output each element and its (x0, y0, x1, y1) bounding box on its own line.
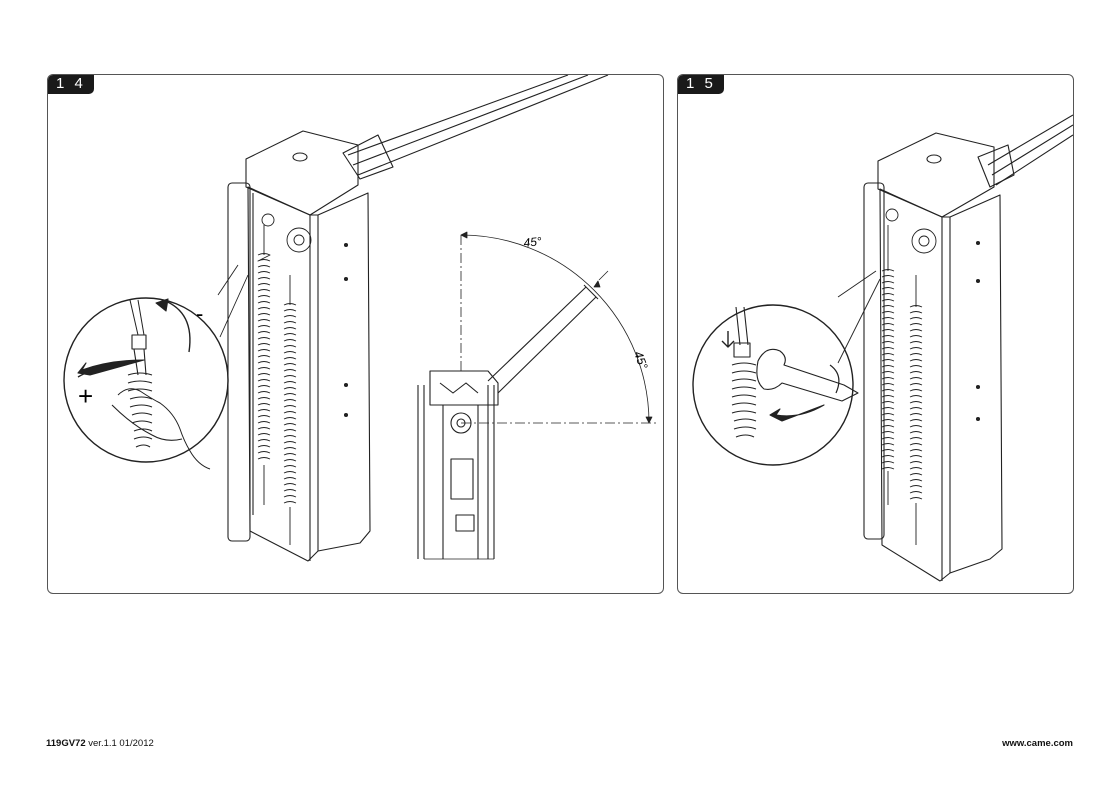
boom-at-45-degrees (487, 284, 599, 394)
step-15-panel: 1 5 (677, 74, 1074, 594)
barrier-boom-arm (342, 75, 609, 180)
barrier-boom-arm (977, 114, 1073, 188)
website-link[interactable]: www.came.com (1002, 738, 1073, 749)
angle-label-side: 45° (631, 349, 650, 371)
magnified-spring-detail (63, 264, 249, 470)
balancing-springs (881, 208, 937, 545)
plus-sign: + (78, 381, 93, 411)
step-number-badge: 1 5 (678, 75, 724, 94)
barrier-cabinet (863, 132, 1003, 582)
rotation-arrow-icon (769, 404, 825, 422)
angle-guide-lines (460, 231, 658, 424)
balancing-springs (257, 213, 312, 545)
document-code: 119GV72 (46, 738, 86, 749)
angle-label-top: 45° (523, 234, 543, 250)
barrier-cabinet (227, 130, 371, 562)
version-text: ver.1.1 01/2012 (88, 738, 154, 749)
step-number-badge: 1 4 (48, 75, 94, 94)
magnified-wrench-detail (692, 270, 881, 466)
step-14-illustration: 45° 45° - + (63, 75, 658, 562)
document-version: 119GV72 ver.1.1 01/2012 (46, 738, 154, 749)
down-arrow-icon (721, 331, 735, 348)
step-14-panel: 45° 45° - + 1 4 (47, 74, 664, 594)
rotation-arrow-plus-icon (77, 359, 145, 376)
side-view-cabinet (417, 370, 499, 560)
minus-sign: - (196, 301, 203, 326)
rotation-arrow-minus-icon (155, 298, 169, 312)
step-15-illustration (692, 114, 1073, 582)
